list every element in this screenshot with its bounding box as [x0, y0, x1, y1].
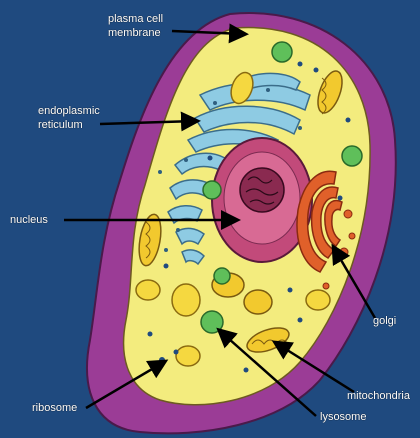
label-ribosome: ribosome	[32, 401, 77, 415]
label-lysosome: lysosome	[320, 410, 366, 424]
label-plasma-membrane: plasma cell membrane	[108, 12, 163, 40]
label-golgi: golgi	[373, 314, 396, 328]
label-endoplasmic-reticulum: endoplasmic reticulum	[38, 104, 100, 132]
label-membrane-line1: plasma cell	[108, 12, 163, 26]
label-membrane-line2: membrane	[108, 26, 163, 40]
nucleus-shape	[212, 138, 312, 262]
label-nucleus: nucleus	[10, 213, 48, 227]
label-er-line1: endoplasmic	[38, 104, 100, 118]
label-mitochondria: mitochondria	[347, 389, 410, 403]
label-er-line2: reticulum	[38, 118, 100, 132]
